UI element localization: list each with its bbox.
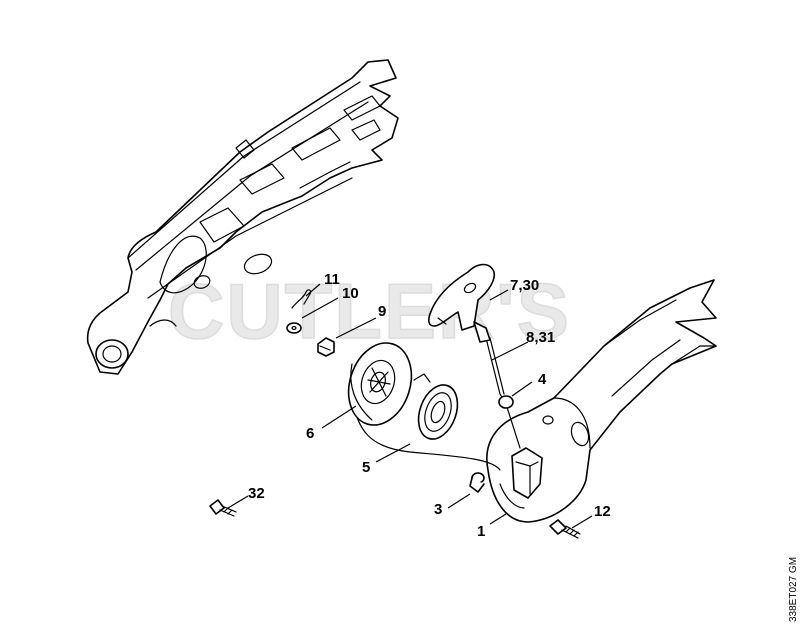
leader-lines <box>227 283 593 529</box>
screw-part-12 <box>549 519 581 539</box>
callout-12: 12 <box>594 503 611 520</box>
pawl-part-9 <box>317 337 335 357</box>
screw-part-3 <box>469 472 485 493</box>
drawing-code: 338ET027 GM <box>788 557 799 622</box>
callout-9: 9 <box>378 303 386 320</box>
starter-cover-part-1 <box>486 279 717 523</box>
engine-housing <box>86 59 399 375</box>
callout-10: 10 <box>342 285 359 302</box>
watermark-text: CUTLER'S <box>168 267 571 355</box>
callout-8-31: 8,31 <box>526 329 555 346</box>
callout-3: 3 <box>434 501 442 518</box>
rope-rotor-part-6 <box>347 342 413 426</box>
washer-part-10 <box>286 322 302 334</box>
callout-6: 6 <box>306 425 314 442</box>
rope-and-guide-part-4 <box>351 337 521 471</box>
callout-1: 1 <box>477 523 485 540</box>
callout-7-30: 7,30 <box>510 277 539 294</box>
screw-part-32 <box>209 499 237 517</box>
rewind-spring-part-5 <box>413 373 459 440</box>
callout-5: 5 <box>362 459 370 476</box>
starter-grip-part-7-30 <box>428 263 496 343</box>
callout-labels: 1 3 4 5 6 8,31 7,30 9 10 11 12 32 <box>248 271 611 540</box>
callout-32: 32 <box>248 485 265 502</box>
callout-11: 11 <box>324 271 340 288</box>
callout-4: 4 <box>538 371 547 388</box>
